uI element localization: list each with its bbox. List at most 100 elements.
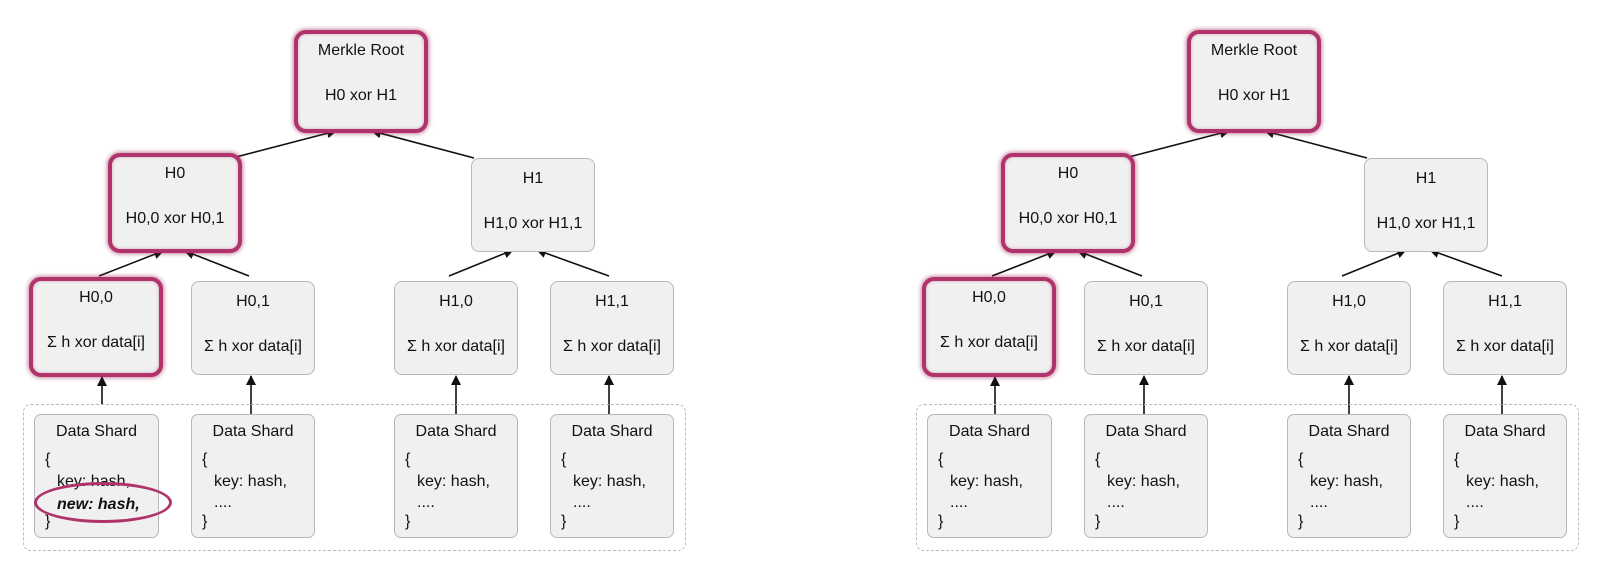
shard-title: Data Shard (949, 423, 1030, 440)
merkle-root-node: Merkle Root H0 xor H1 (294, 30, 428, 133)
shard-line-key: key: hash, (573, 473, 646, 490)
leaf-node-h10: H1,0 Σ h xor data[i] (394, 281, 518, 375)
shard-line-ellipsis: .... (950, 494, 968, 511)
h1-node: H1 H1,0 xor H1,1 (471, 158, 595, 252)
shard-title: Data Shard (571, 423, 653, 440)
shard-line-ellipsis: .... (1310, 494, 1328, 511)
shard-open-brace: { (938, 451, 944, 468)
leaf-node-h00: H0,0 Σ h xor data[i] (922, 277, 1056, 377)
shard-close-brace: } (202, 513, 208, 530)
node-title: H0,1 (236, 293, 270, 310)
shard-open-brace: { (405, 451, 411, 468)
data-shard-4: Data Shard { key: hash, .... } (550, 414, 674, 538)
edge-h10-to-h1 (1341, 248, 1407, 277)
leaf-node-h01: H0,1 Σ h xor data[i] (191, 281, 315, 375)
h0-node: H0 H0,0 xor H0,1 (1001, 153, 1135, 253)
node-title: H0 (1057, 165, 1079, 182)
merkle-tree-diagram-left: Merkle Root H0 xor H1 H0 H0,0 xor H0,1 H… (0, 0, 700, 567)
edge-h0-to-root (231, 128, 337, 159)
data-shard-2: Data Shard { key: hash, .... } (191, 414, 315, 538)
shard-close-brace: } (1298, 513, 1304, 530)
h0-node: H0 H0,0 xor H0,1 (108, 153, 242, 253)
shard-open-brace: { (1095, 451, 1101, 468)
node-title: H1,1 (595, 293, 629, 310)
node-formula: Σ h xor data[i] (940, 334, 1038, 351)
shard-line-ellipsis: .... (1107, 494, 1125, 511)
data-shard-3: Data Shard { key: hash, .... } (394, 414, 518, 538)
leaf-node-h10: H1,0 Σ h xor data[i] (1287, 281, 1411, 375)
shard-line-key: key: hash, (1310, 473, 1383, 490)
node-formula: Σ h xor data[i] (204, 338, 302, 355)
node-title: H1,1 (1488, 293, 1522, 310)
data-shard-3: Data Shard { key: hash, .... } (1287, 414, 1411, 538)
shard-title: Data Shard (415, 423, 497, 440)
new-entry-highlight-ellipse (34, 482, 172, 523)
edge-h1-to-root (371, 128, 475, 159)
shard-line-key: key: hash, (417, 473, 490, 490)
node-title: Merkle Root (317, 42, 405, 59)
shard-close-brace: } (1454, 513, 1460, 530)
shard-title: Data Shard (1308, 423, 1390, 440)
shard-title: Data Shard (1464, 423, 1546, 440)
node-title: H0 (164, 165, 186, 182)
edge-h1-to-root (1264, 128, 1368, 159)
node-title: H1 (522, 170, 544, 187)
node-title: H1,0 (1332, 293, 1366, 310)
node-formula: Σ h xor data[i] (1097, 338, 1195, 355)
edge-h11-to-h1 (536, 248, 610, 277)
shard-close-brace: } (45, 513, 51, 530)
tree-edges (990, 128, 1507, 414)
shard-line-key: key: hash, (1107, 473, 1180, 490)
shard-title: Data Shard (1105, 423, 1187, 440)
shard-line-key: key: hash, (1466, 473, 1539, 490)
edge-h00-to-h0 (991, 249, 1057, 277)
node-formula: H0 xor H1 (324, 87, 398, 104)
shard-title: Data Shard (56, 423, 137, 440)
edge-h11-to-h1 (1429, 248, 1503, 277)
shard-line-ellipsis: .... (573, 494, 591, 511)
tree-edges (97, 128, 614, 414)
node-title: H0,0 (972, 289, 1006, 306)
leaf-node-h00: H0,0 Σ h xor data[i] (29, 277, 163, 377)
node-formula: H1,0 xor H1,1 (1376, 215, 1476, 232)
shard-close-brace: } (938, 513, 944, 530)
shard-open-brace: { (1298, 451, 1304, 468)
node-formula: Σ h xor data[i] (47, 334, 145, 351)
node-title: H0,1 (1129, 293, 1163, 310)
shard-open-brace: { (1454, 451, 1460, 468)
leaf-node-h11: H1,1 Σ h xor data[i] (550, 281, 674, 375)
edge-h00-to-h0 (98, 249, 164, 277)
node-formula: H0,0 xor H0,1 (1018, 210, 1118, 227)
edge-h01-to-h0 (184, 249, 250, 277)
shard-open-brace: { (202, 451, 208, 468)
data-shard-1: Data Shard { key: hash, .... } (927, 414, 1052, 538)
leaf-node-h01: H0,1 Σ h xor data[i] (1084, 281, 1208, 375)
node-formula: H0,0 xor H0,1 (125, 210, 225, 227)
leaf-node-h11: H1,1 Σ h xor data[i] (1443, 281, 1567, 375)
node-formula: Σ h xor data[i] (1456, 338, 1554, 355)
data-shard-4: Data Shard { key: hash, .... } (1443, 414, 1567, 538)
shard-open-brace: { (561, 451, 567, 468)
node-title: Merkle Root (1210, 42, 1298, 59)
node-title: H0,0 (79, 289, 113, 306)
node-title: H1 (1415, 170, 1437, 187)
edge-h0-to-root (1124, 128, 1230, 159)
shard-open-brace: { (45, 451, 51, 468)
node-title: H1,0 (439, 293, 473, 310)
shard-line-ellipsis: .... (417, 494, 435, 511)
merkle-tree-diagram-right: Merkle Root H0 xor H1 H0 H0,0 xor H0,1 H… (893, 0, 1593, 567)
shard-title: Data Shard (212, 423, 294, 440)
shard-close-brace: } (405, 513, 411, 530)
h1-node: H1 H1,0 xor H1,1 (1364, 158, 1488, 252)
merkle-root-node: Merkle Root H0 xor H1 (1187, 30, 1321, 133)
data-shard-group (916, 404, 1579, 551)
node-formula: H1,0 xor H1,1 (483, 215, 583, 232)
shard-line-ellipsis: .... (1466, 494, 1484, 511)
node-formula: Σ h xor data[i] (563, 338, 661, 355)
shard-line-key: key: hash, (950, 473, 1023, 490)
node-formula: H0 xor H1 (1217, 87, 1291, 104)
shard-close-brace: } (561, 513, 567, 530)
data-shard-group (23, 404, 686, 551)
node-formula: Σ h xor data[i] (407, 338, 505, 355)
data-shard-2: Data Shard { key: hash, .... } (1084, 414, 1208, 538)
